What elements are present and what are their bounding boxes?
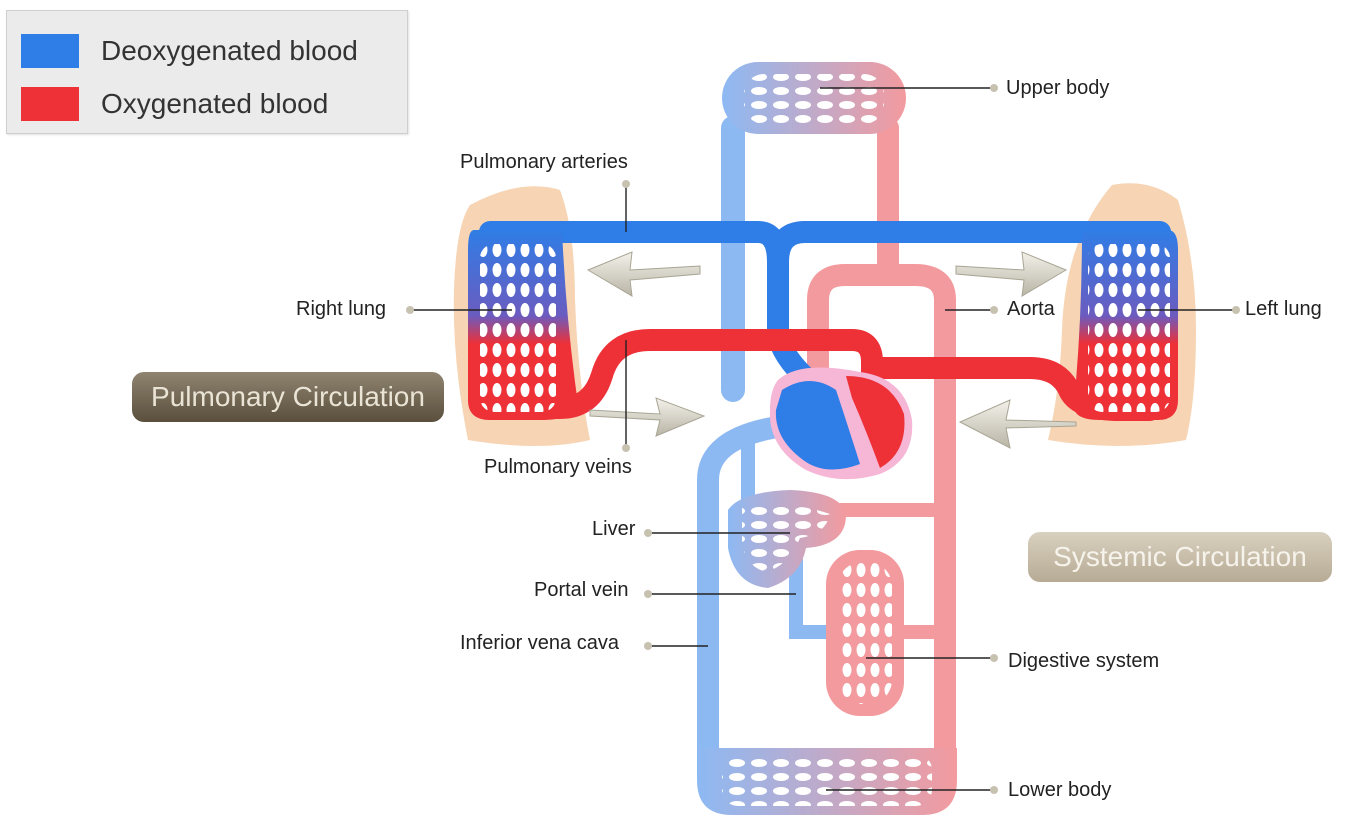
label-lower-body: Lower body: [1008, 778, 1111, 802]
legend-item-oxygenated: Oxygenated blood: [21, 86, 328, 122]
label-pulmonary-veins: Pulmonary veins: [484, 455, 632, 479]
label-upper-body: Upper body: [1006, 76, 1109, 100]
label-left-lung: Left lung: [1245, 297, 1322, 321]
right-arrow-icon: [956, 252, 1066, 296]
digestive-organ: [826, 550, 904, 716]
legend-label: Oxygenated blood: [101, 88, 328, 120]
legend-label: Deoxygenated blood: [101, 35, 358, 67]
lower-body-capillaries: [697, 748, 957, 815]
upper-body-capillaries: [722, 62, 906, 134]
label-inferior-vena-cava: Inferior vena cava: [460, 631, 619, 655]
deoxygenated-swatch: [21, 34, 79, 68]
pulmonary-circulation-badge: Pulmonary Circulation: [132, 372, 444, 422]
legend: Deoxygenated blood Oxygenated blood: [6, 10, 408, 134]
oxygenated-swatch: [21, 87, 79, 121]
left-arrow-icon: [588, 252, 700, 296]
legend-item-deoxygenated: Deoxygenated blood: [21, 33, 358, 69]
heart: [770, 368, 912, 480]
systemic-circulation-badge: Systemic Circulation: [1028, 532, 1332, 582]
right-lung-capillaries: [468, 230, 578, 420]
label-liver: Liver: [592, 517, 635, 541]
label-digestive-system: Digestive system: [1008, 649, 1159, 673]
label-portal-vein: Portal vein: [534, 578, 629, 602]
label-pulmonary-arteries: Pulmonary arteries: [460, 150, 628, 174]
label-aorta: Aorta: [1007, 297, 1055, 321]
left-lung-capillaries: [1074, 230, 1178, 420]
label-right-lung: Right lung: [296, 297, 386, 321]
right-arrow-icon: [590, 398, 704, 436]
